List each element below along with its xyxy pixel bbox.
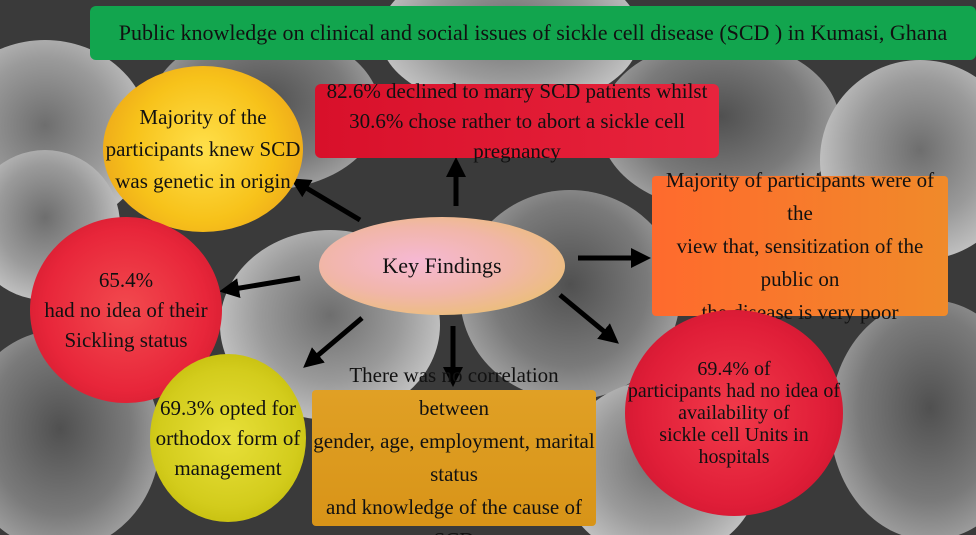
arrow-downleft bbox=[303, 316, 364, 368]
finding-text: orthodox form of bbox=[155, 426, 301, 450]
finding-text: sickle cell Units in hospitals bbox=[659, 424, 809, 468]
finding-text: 30.6% chose rather to abort a sickle cel… bbox=[349, 109, 685, 163]
finding-text: and knowledge of the cause of SCD bbox=[326, 495, 582, 535]
finding-text: gender, age, employment, marital status bbox=[313, 429, 595, 486]
finding-text: 65.4% bbox=[98, 268, 154, 292]
arrow-downright bbox=[558, 293, 619, 344]
finding-public-sensitization: Majority of participants were of the vie… bbox=[652, 168, 948, 324]
finding-text: management bbox=[174, 456, 282, 480]
key-findings-label: Key Findings bbox=[382, 253, 502, 278]
title-text: Public knowledge on clinical and social … bbox=[118, 20, 948, 45]
finding-text: had no idea of their bbox=[44, 298, 208, 322]
finding-text: participants had no idea of bbox=[627, 380, 841, 402]
finding-text: There was no correlation between bbox=[349, 363, 559, 420]
finding-text: availability of bbox=[678, 402, 790, 424]
finding-marry-abort: 82.6% declined to marry SCD patients whi… bbox=[315, 79, 719, 163]
finding-orthodox-management: 69.3% opted for orthodox form of managem… bbox=[150, 354, 306, 522]
arrow-upleft bbox=[290, 178, 362, 223]
finding-text: 82.6% declined to marry SCD patients whi… bbox=[326, 79, 708, 103]
finding-text: Majority of the bbox=[139, 105, 267, 129]
finding-text: 69.3% opted for bbox=[160, 396, 296, 420]
finding-text: view that, sensitization of the public o… bbox=[676, 233, 924, 291]
finding-no-correlation: There was no correlation between gender,… bbox=[312, 363, 596, 535]
finding-text: 69.4% of bbox=[697, 358, 771, 380]
finding-text: was genetic in origin bbox=[115, 169, 291, 193]
finding-text: participants knew SCD bbox=[105, 137, 301, 161]
title-banner: Public knowledge on clinical and social … bbox=[90, 6, 976, 60]
finding-sickle-cell-units: 69.4% of participants had no idea of ava… bbox=[625, 310, 843, 516]
finding-genetic-origin: Majority of the participants knew SCD wa… bbox=[103, 66, 303, 232]
arrow-left bbox=[219, 275, 301, 299]
finding-text: Sickling status bbox=[64, 328, 188, 352]
finding-text: Majority of participants were of the bbox=[665, 167, 935, 225]
key-findings-hub: Key Findings bbox=[319, 217, 565, 315]
